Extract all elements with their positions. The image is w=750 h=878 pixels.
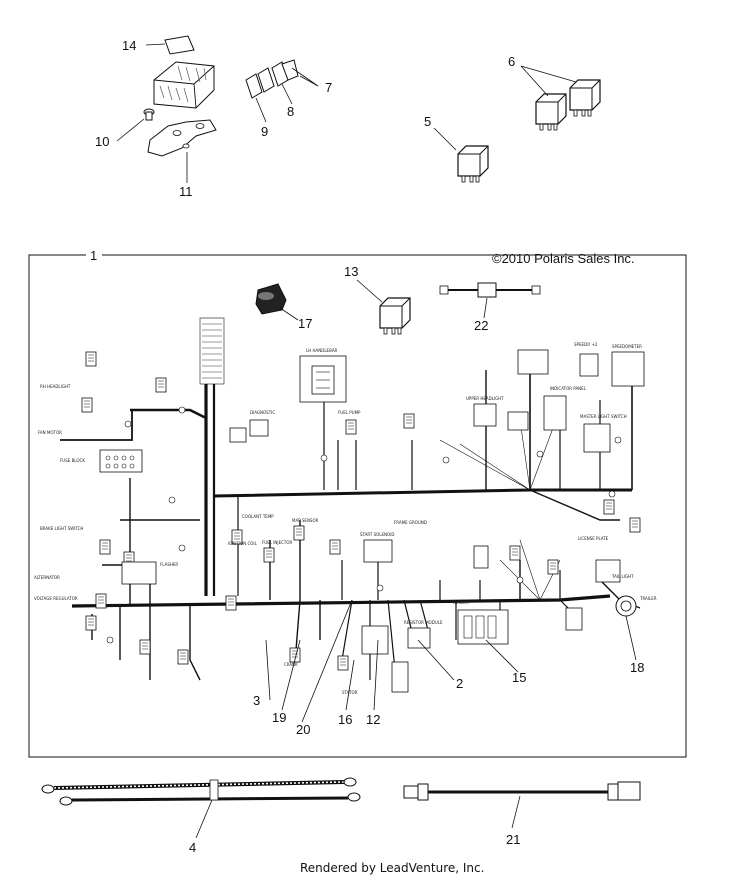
relay-part-5 (433, 127, 489, 183)
fuse-block-part (153, 61, 215, 109)
relay-part-13 (356, 279, 411, 335)
callout-18: 18 (630, 660, 644, 675)
battery-cable-part (41, 777, 361, 839)
label-master-light-switch: MASTER LIGHT SWITCH (580, 414, 627, 419)
label-rh-headlight: RH HEADLIGHT (40, 384, 71, 389)
label-trailer-mid: TRAILER (451, 600, 469, 605)
callout-17: 17 (298, 316, 312, 331)
label-voltage-regulator: VOLTAGE REGULATOR (34, 596, 78, 601)
label-tail-light: TAIL LIGHT (611, 574, 634, 579)
callout-5: 5 (424, 114, 431, 129)
label-indicator-panel: INDICATOR PANEL (550, 386, 587, 391)
callout-22: 22 (474, 318, 488, 333)
fuse-cover-part (145, 35, 195, 55)
label-diagnostic: DIAGNOSTIC (250, 410, 275, 415)
fuse-holder-part-22 (439, 282, 541, 319)
footer-credit: Rendered by LeadVenture, Inc. (300, 861, 484, 875)
callout-10: 10 (95, 134, 109, 149)
harness-trunks (60, 320, 641, 681)
screw-part (116, 108, 155, 142)
callout-20: 20 (296, 722, 310, 737)
callout-3: 3 (253, 693, 260, 708)
mounting-bracket-part (147, 119, 217, 183)
callout-14: 14 (122, 38, 136, 53)
callout-13: 13 (344, 264, 358, 279)
label-stator: STATOR (342, 690, 358, 695)
callout-9: 9 (261, 124, 268, 139)
label-speedometer: SPEEDOMETER (612, 344, 642, 349)
callout-11: 11 (179, 184, 193, 199)
callout-15: 15 (512, 670, 526, 685)
callout-4: 4 (189, 840, 196, 855)
label-start-solenoid: START SOLENOID (360, 532, 394, 537)
label-brake-light-switch: BRAKE LIGHT SWITCH (40, 526, 83, 531)
label-map-sensor: MAP SENSOR (292, 518, 319, 523)
label-flasher: FLASHER (160, 562, 178, 567)
label-trailer: TRAILER (639, 596, 657, 601)
adapter-harness-part (403, 781, 641, 829)
callout-21: 21 (506, 832, 520, 847)
callout-8: 8 (287, 104, 294, 119)
label-frame-ground: FRAME GROUND (394, 520, 427, 525)
label-ignition-coil: IGNITION COIL (228, 541, 258, 546)
callout-7: 7 (325, 80, 332, 95)
label-fuel-injector: FUEL INJECTOR (262, 540, 293, 545)
label-lh-handlebar: LH HANDLEBAR (306, 348, 338, 353)
label-fan-motor: FAN MOTOR (38, 430, 62, 435)
label-resistor-module: RESISTOR MODULE (404, 620, 443, 625)
label-alternator: ALTERNATOR (34, 575, 60, 580)
ignition-part-17 (255, 283, 299, 321)
fuse-parts (245, 59, 319, 123)
callout-6: 6 (508, 54, 515, 69)
label-coolant-temp: COOLANT TEMP (242, 514, 274, 519)
callout-numbers: 1 2 3 4 5 6 7 8 9 10 11 12 13 14 15 16 1… (90, 38, 644, 855)
label-speedo: SPEEDO +2 (574, 342, 598, 347)
label-fuse-block: FUSE BLOCK (60, 458, 85, 463)
callout-2: 2 (456, 676, 463, 691)
callout-12: 12 (366, 712, 380, 727)
relay-parts-6 (520, 65, 601, 131)
label-license-plate: LICENSE PLATE (578, 536, 609, 541)
callout-1: 1 (90, 248, 97, 263)
copyright-text: ©2010 Polaris Sales Inc. (492, 251, 635, 266)
callout-19: 19 (272, 710, 286, 725)
label-fuel-pump: FUEL PUMP (338, 410, 361, 415)
label-upper-headlight: UPPER HEADLIGHT (466, 396, 504, 401)
label-crank: CRANK (284, 662, 298, 667)
callout-16: 16 (338, 712, 352, 727)
assembly-frame (28, 254, 687, 758)
connectors: LH HANDLEBAR FUSE BLOCK RH HEADLIGHT FAN… (34, 317, 657, 695)
callout-leaders (265, 599, 637, 723)
